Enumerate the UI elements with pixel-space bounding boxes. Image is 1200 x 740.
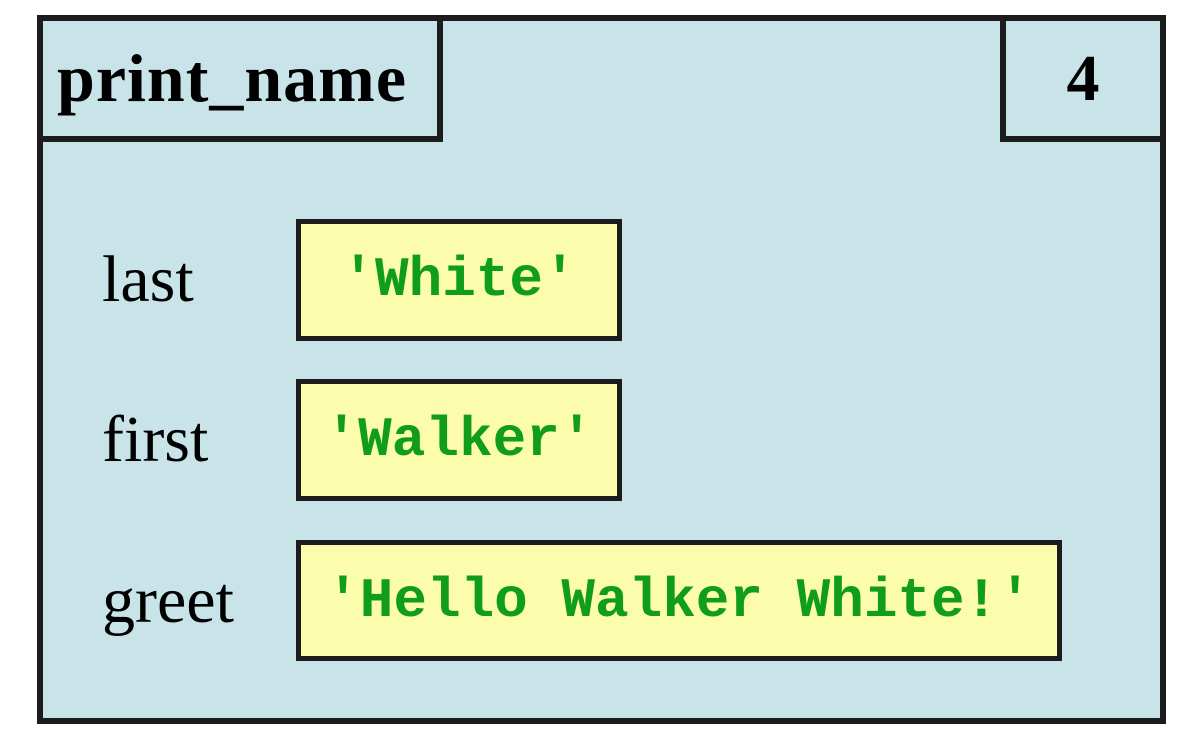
- function-name: print_name: [57, 40, 407, 116]
- variable-value-box-greet: 'Hello Walker White!': [296, 540, 1062, 661]
- call-frame: print_name 4 last 'White' first 'Walker'…: [37, 15, 1166, 724]
- variable-name-last: last: [102, 243, 194, 316]
- variable-value-box-last: 'White': [296, 219, 622, 341]
- variable-name-greet: greet: [102, 564, 234, 637]
- variable-value-greet: 'Hello Walker White!': [326, 568, 1032, 633]
- line-number-box: 4: [1000, 21, 1160, 142]
- variable-value-first: 'Walker': [324, 408, 594, 472]
- variable-value-box-first: 'Walker': [296, 379, 622, 501]
- variable-name-first: first: [102, 403, 209, 476]
- variable-value-last: 'White': [341, 248, 577, 312]
- line-number: 4: [1066, 41, 1100, 115]
- frame-name-tab: print_name: [43, 21, 443, 142]
